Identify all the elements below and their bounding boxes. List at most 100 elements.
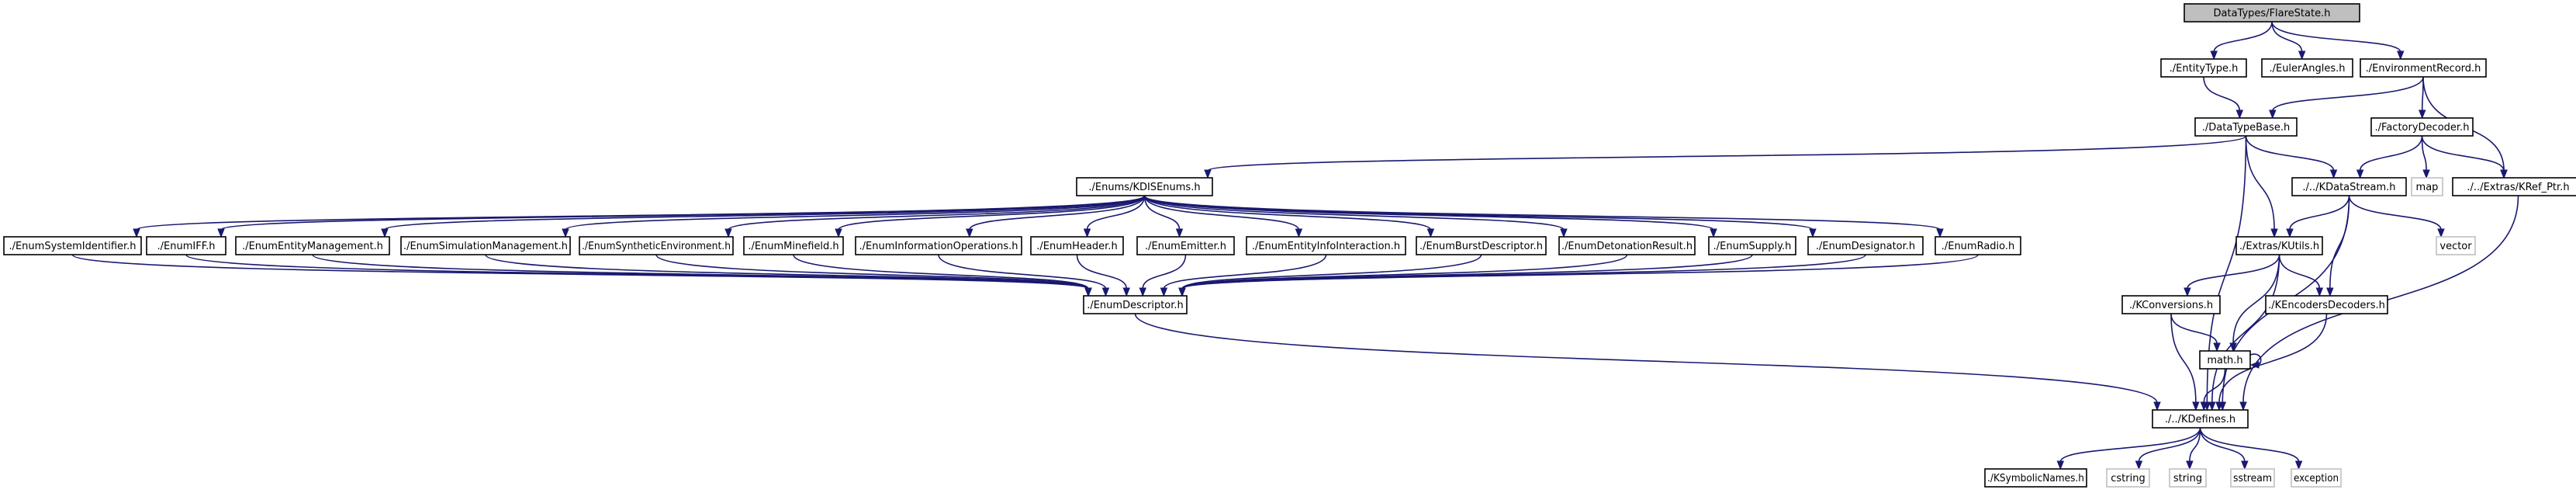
node-enumemitter-h[interactable]: ./EnumEmitter.h — [1136, 236, 1235, 255]
node-label: ./EnumDetonationResult.h — [1561, 241, 1693, 252]
node-box — [855, 236, 1022, 255]
edge-kdisenums-to-e_radio — [1143, 195, 1944, 238]
node-box — [1558, 236, 1696, 255]
node-environmentrecord-h[interactable]: ./EnvironmentRecord.h — [2360, 58, 2487, 78]
node-enumsupply-h[interactable]: ./EnumSupply.h — [1708, 236, 1796, 255]
node-kencodersdecoders-h[interactable]: ./KEncodersDecoders.h — [2265, 295, 2388, 314]
node-label: ./Enums/KDISEnums.h — [1088, 182, 1200, 193]
edge-enumdesc-to-kdefines — [1134, 313, 2161, 411]
edge-kdisenums-to-e_deton — [1143, 195, 1568, 238]
node-box — [1136, 236, 1235, 255]
node-label: ./EnumEntityManagement.h — [242, 241, 383, 252]
node-enumsystemidentifier-h[interactable]: ./EnumSystemIdentifier.h — [3, 236, 142, 255]
edge-kdisenums-to-e_burst — [1143, 195, 1435, 238]
edge-root-to-entitytype — [2210, 21, 2273, 61]
edge-kdisenums-to-e_mine — [835, 195, 1146, 238]
node-kdefines-h[interactable]: ./../KDefines.h — [2152, 409, 2249, 429]
node-factorydecoder-h[interactable]: ./FactoryDecoder.h — [2370, 117, 2474, 137]
node-label: ./EnumEntityInfoInteraction.h — [1252, 241, 1400, 252]
edge-entitytype-to-datatypebase — [2203, 76, 2244, 120]
edge-e_infoops-to-enumdesc — [938, 254, 1110, 297]
node-map: map — [2411, 177, 2443, 196]
edge-kdisenums-to-e_infoops — [966, 195, 1146, 238]
node-extras-kutils-h[interactable]: ./Extras/KUtils.h — [2235, 236, 2323, 255]
node-label: ./../Extras/KRef_Ptr.h — [2467, 182, 2569, 193]
node-kdatastream-h[interactable]: ./../KDataStream.h — [2291, 177, 2407, 196]
edge-datatypebase-to-kdatastream — [2245, 135, 2338, 179]
edge-factorydecoder-to-map — [2421, 135, 2430, 179]
node-enumiff-h[interactable]: ./EnumIFF.h — [146, 236, 226, 255]
node-enumdetonationresult-h[interactable]: ./EnumDetonationResult.h — [1558, 236, 1696, 255]
edge-kdefines-to-exception — [2199, 427, 2303, 470]
edge-kconv-to-kdefines — [2170, 313, 2200, 411]
node-label: DataTypes/FlareState.h — [2214, 8, 2331, 19]
node-enumdescriptor-h[interactable]: ./EnumDescriptor.h — [1083, 295, 1188, 314]
node-box — [2184, 3, 2360, 23]
node-kconversions-h[interactable]: ./KConversions.h — [2121, 295, 2221, 314]
node-box — [2152, 409, 2249, 429]
edge-kdisenums-to-e_entinfo — [1143, 195, 1303, 238]
node-label: ./KConversions.h — [2129, 300, 2213, 311]
edge-kutils-to-kconv — [2184, 254, 2280, 297]
node-enumsimulationmanagement-h[interactable]: ./EnumSimulationManagement.h — [400, 236, 571, 255]
edge-kencdec-to-kdefines — [2215, 313, 2328, 411]
node-label: sstream — [2233, 473, 2272, 484]
node-box — [2230, 468, 2275, 488]
node-box — [2452, 177, 2576, 196]
node-box — [235, 236, 390, 255]
edge-root-to-eulerangles — [2271, 21, 2306, 61]
node-entitytype-h[interactable]: ./EntityType.h — [2160, 58, 2247, 78]
node-box — [743, 236, 844, 255]
node-box — [2121, 295, 2221, 314]
node-math-h[interactable]: math.h — [2199, 350, 2251, 370]
node-enumsyntheticenvironment-h[interactable]: ./EnumSyntheticEnvironment.h — [579, 236, 734, 255]
node-vector: vector — [2436, 236, 2476, 255]
node-box — [2291, 177, 2407, 196]
node-datatypes-flarestate-h[interactable]: DataTypes/FlareState.h — [2184, 3, 2360, 23]
node-box — [2370, 117, 2474, 137]
node-label: ./KSymbolicNames.h — [1987, 473, 2084, 484]
node-enumheader-h[interactable]: ./EnumHeader.h — [1030, 236, 1124, 255]
node-box — [1708, 236, 1796, 255]
node-eulerangles-h[interactable]: ./EulerAngles.h — [2261, 58, 2353, 78]
node-label: ./EnvironmentRecord.h — [2366, 63, 2481, 75]
edge-kdatastream-to-kutils — [2286, 195, 2350, 238]
node-enumradio-h[interactable]: ./EnumRadio.h — [1935, 236, 2021, 255]
node-box — [1083, 295, 1188, 314]
node-label: ./EnumSystemIdentifier.h — [9, 241, 136, 252]
node-box — [3, 236, 142, 255]
node-box — [1984, 468, 2087, 488]
node-ksymbolicnames-h[interactable]: ./KSymbolicNames.h — [1984, 468, 2087, 488]
edge-factorydecoder-to-kdatastream — [2356, 135, 2423, 179]
node-enumentitymanagement-h[interactable]: ./EnumEntityManagement.h — [235, 236, 390, 255]
node-box — [2106, 468, 2150, 488]
node-enumdesignator-h[interactable]: ./EnumDesignator.h — [1807, 236, 1924, 255]
node-box — [2291, 468, 2342, 488]
node-box — [2169, 468, 2207, 488]
edge-math-to-kdefines — [2200, 368, 2226, 411]
node-extras-kref-ptr-h[interactable]: ./../Extras/KRef_Ptr.h — [2452, 177, 2576, 196]
node-label: ./KEncodersDecoders.h — [2268, 300, 2385, 311]
node-label: ./EntityType.h — [2170, 63, 2239, 75]
edge-envrecord-to-datatypebase — [2269, 76, 2424, 120]
node-enuminformationoperations-h[interactable]: ./EnumInformationOperations.h — [855, 236, 1022, 255]
edge-kdatastream-to-vector — [2348, 195, 2445, 238]
edge-e_entinfo-to-enumdesc — [1160, 254, 1327, 297]
edge-root-to-envrecord — [2271, 21, 2405, 61]
node-enumentityinfointeraction-h[interactable]: ./EnumEntityInfoInteraction.h — [1246, 236, 1406, 255]
node-enumburstdescriptor-h[interactable]: ./EnumBurstDescriptor.h — [1416, 236, 1547, 255]
node-box — [1076, 177, 1213, 196]
edge-kdisenums-to-e_header — [1083, 195, 1146, 238]
node-box — [2194, 117, 2298, 137]
node-enums-kdisenums-h[interactable]: ./Enums/KDISEnums.h — [1076, 177, 1213, 196]
edge-kdisenums-to-e_simmgmt — [562, 195, 1146, 238]
node-string: string — [2169, 468, 2207, 488]
node-label: ./DataTypeBase.h — [2202, 122, 2290, 134]
node-box — [2199, 350, 2251, 370]
node-label: ./EnumMinefield.h — [748, 241, 838, 252]
edge-kconv-to-math — [2170, 313, 2221, 352]
edge-e_emitter-to-enumdesc — [1139, 254, 1187, 297]
node-datatypebase-h[interactable]: ./DataTypeBase.h — [2194, 117, 2298, 137]
node-enumminefield-h[interactable]: ./EnumMinefield.h — [743, 236, 844, 255]
